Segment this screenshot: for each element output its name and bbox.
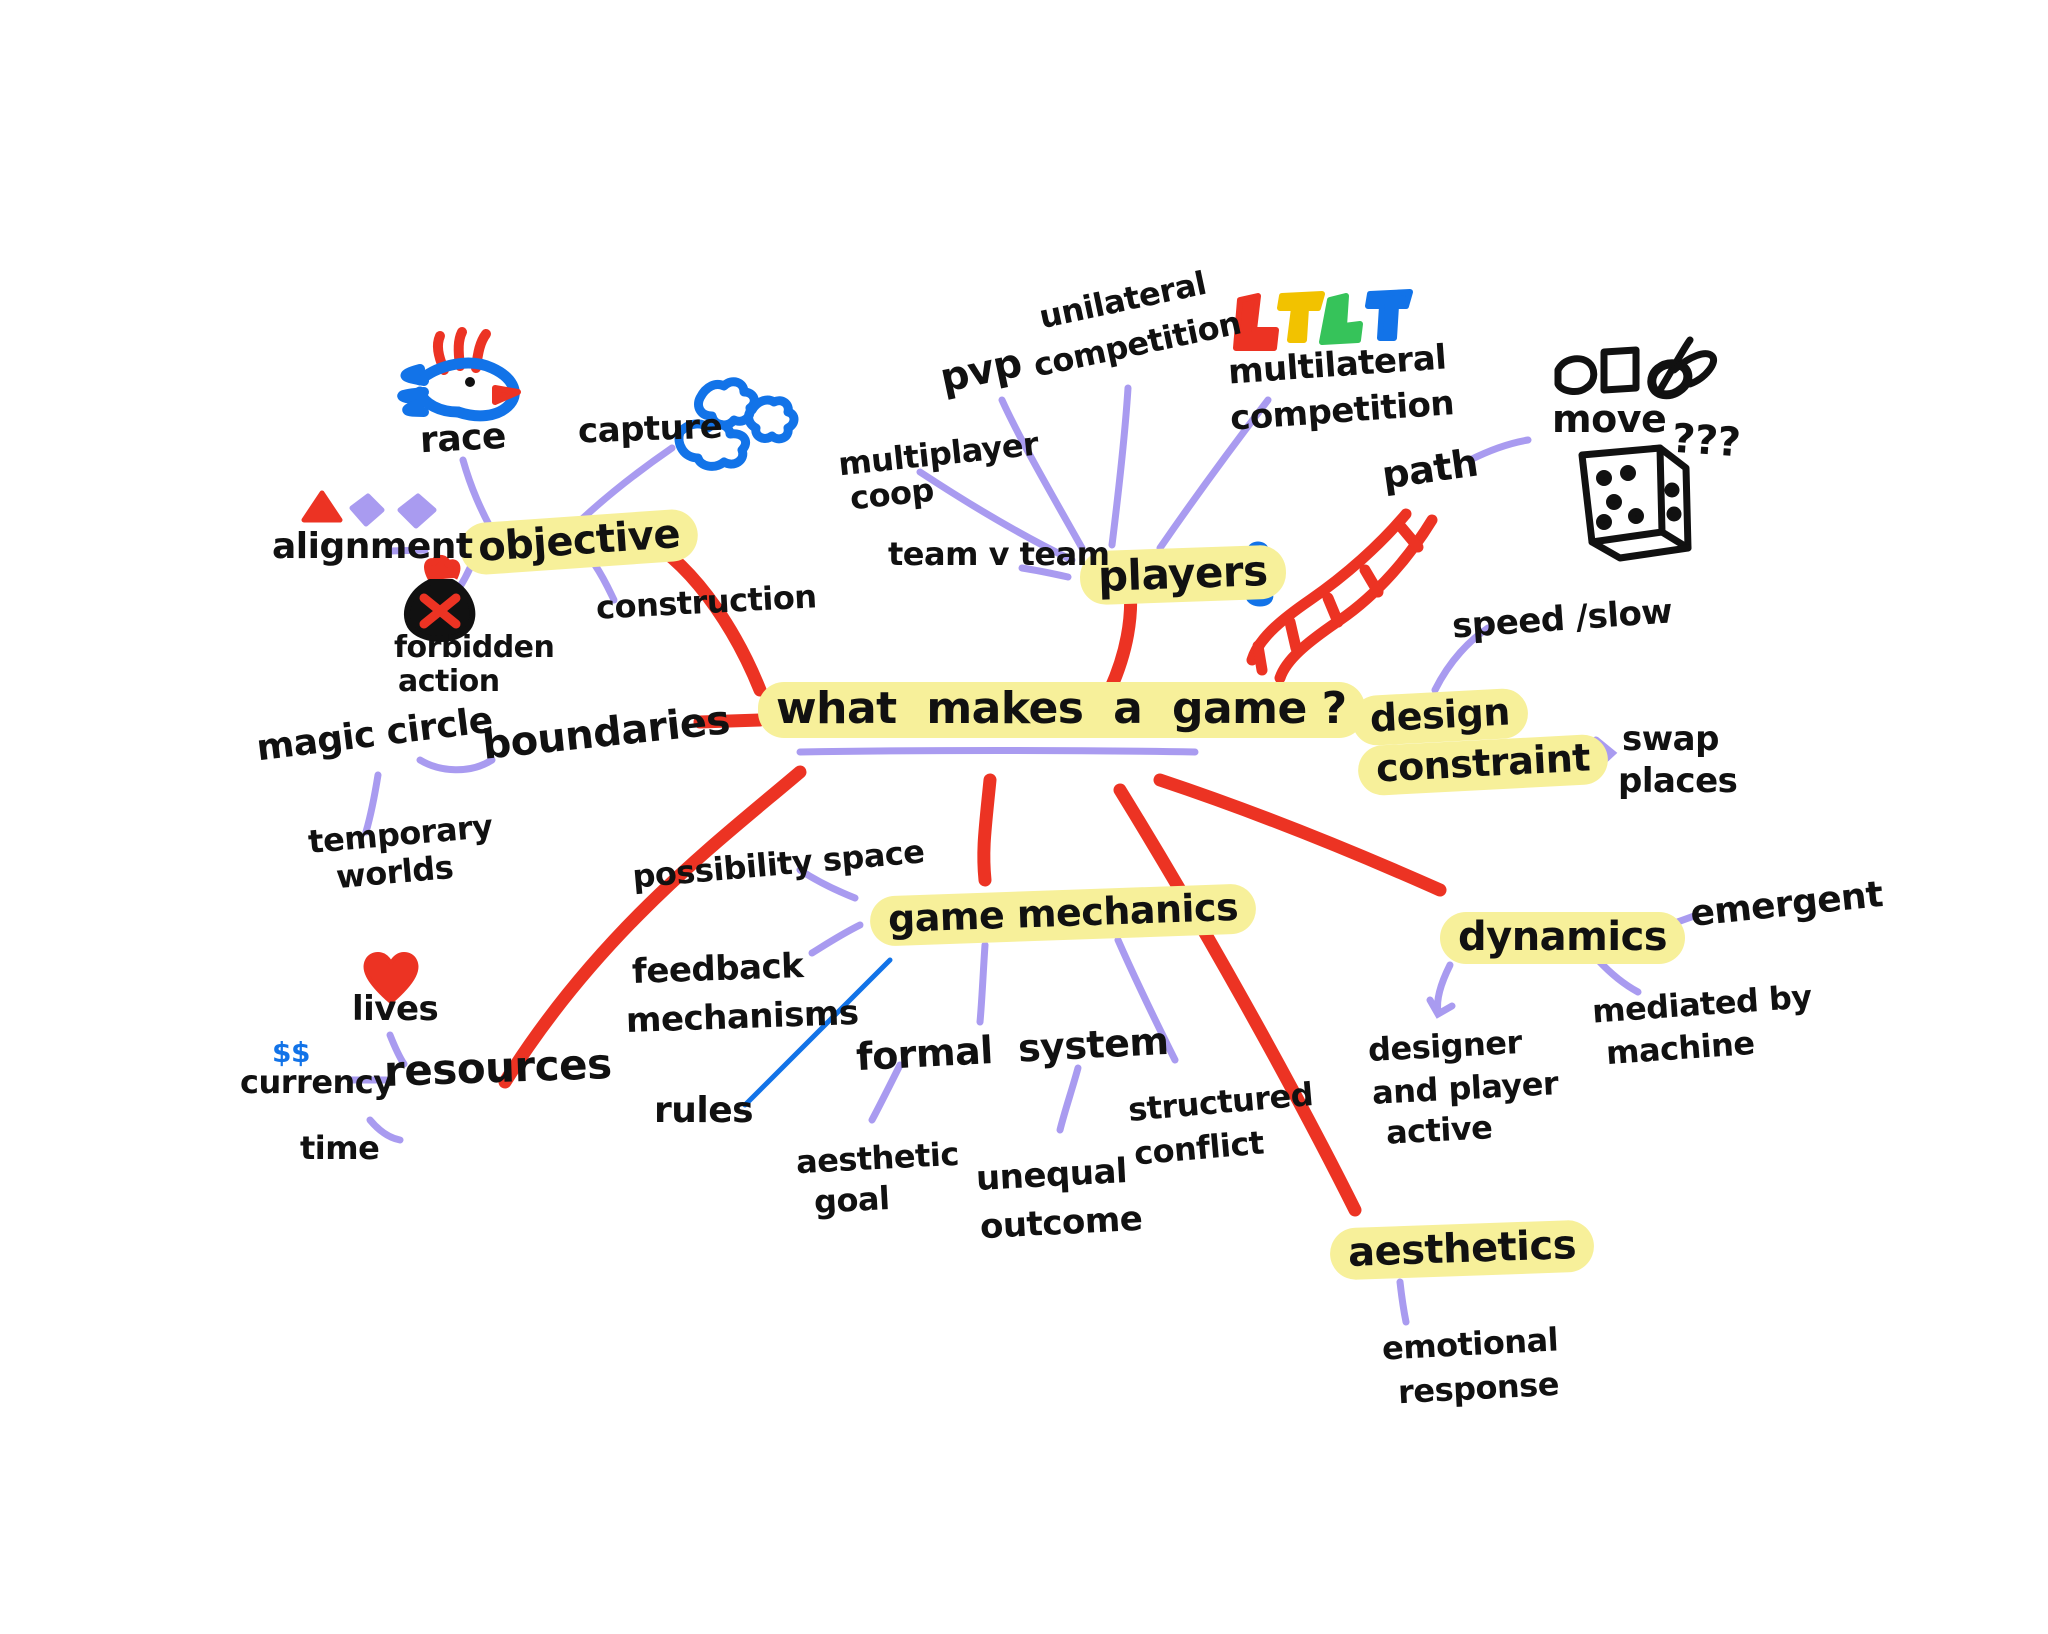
label-formal-system: formal system	[855, 1018, 1170, 1080]
label-swap-line1: swap	[1622, 719, 1719, 759]
label-alignment: alignment	[272, 526, 473, 567]
link-gm-feedback	[808, 921, 864, 957]
label-feedback-line2: mechanisms	[625, 992, 860, 1042]
dice-icon	[1578, 444, 1692, 562]
node-players[interactable]: players	[1079, 544, 1287, 606]
link-gm-formalsystem	[976, 941, 989, 1026]
label-multilateral-line1: multilateral	[1226, 337, 1448, 393]
label-multiplayer-line1: multiplayer	[836, 424, 1041, 484]
link-dc-path	[1466, 436, 1532, 464]
node-objective[interactable]: objective	[458, 507, 700, 577]
label-move: move	[1552, 397, 1667, 441]
label-multilateral-line2: competition	[1228, 383, 1456, 439]
branch-to-dynamics	[1153, 773, 1447, 897]
label-mediated-line1: mediated by	[1590, 977, 1813, 1031]
alignment-shapes-icon	[301, 490, 437, 529]
label-boundaries: boundaries	[480, 697, 732, 769]
bird-icon	[397, 327, 521, 422]
link-players-pvp	[998, 396, 1086, 552]
label-race: race	[418, 415, 507, 462]
link-dyn-designer-head	[1426, 996, 1456, 1019]
label-capture: capture	[577, 406, 723, 452]
node-design-constraint-line1[interactable]: design	[1350, 687, 1530, 747]
label-designer-line1: designer	[1367, 1023, 1523, 1069]
label-team-v-team: team v team	[888, 535, 1110, 573]
label-question-marks: ???	[1670, 415, 1742, 467]
label-currency: currency	[240, 1063, 394, 1101]
label-possibility-space: possibility space	[630, 832, 926, 896]
node-aesthetics[interactable]: aesthetics	[1329, 1219, 1595, 1281]
label-forbidden-action-line1: forbidden	[394, 630, 555, 665]
center-underline-2	[796, 747, 1199, 756]
node-dynamics[interactable]: dynamics	[1440, 912, 1686, 964]
label-designer-line2: and player	[1371, 1064, 1560, 1112]
label-mediated-line2: machine	[1604, 1023, 1756, 1073]
label-emergent: emergent	[1688, 874, 1885, 935]
label-lives: lives	[352, 989, 439, 1029]
label-designer-line3: active	[1385, 1108, 1494, 1152]
label-multiplayer-line2: coop	[848, 470, 936, 518]
label-rules: rules	[654, 1090, 754, 1131]
node-game-mechanics[interactable]: game mechanics	[869, 883, 1258, 947]
label-pvp: pvp	[936, 339, 1026, 403]
label-feedback-line1: feedback	[631, 946, 804, 992]
link-aes-emotional	[1396, 1278, 1410, 1326]
link-objective-forbidden	[438, 564, 474, 616]
branch-to-game-mechanics	[977, 773, 997, 887]
forbidden-bag-icon	[403, 554, 476, 643]
path-track-icon	[1246, 508, 1438, 684]
label-temporary-line2: worlds	[334, 847, 455, 897]
link-players-unilateral	[1108, 384, 1132, 549]
label-magic-circle: magic circle	[254, 699, 495, 770]
label-path: path	[1379, 440, 1481, 498]
game-pieces-icon	[1554, 336, 1717, 400]
label-unequal-line2: outcome	[979, 1198, 1144, 1248]
label-resources: resources	[383, 1039, 613, 1096]
label-forbidden-action-line2: action	[398, 664, 500, 699]
label-currency-symbol: $$	[272, 1036, 310, 1069]
center-node[interactable]: what makes a game ?	[758, 682, 1365, 739]
label-swap-line2: places	[1618, 761, 1738, 801]
label-speed-slow: speed /slow	[1450, 591, 1674, 647]
label-structured-line1: structured	[1126, 1074, 1315, 1130]
link-dyn-mediated	[1594, 956, 1642, 996]
label-structured-line2: conflict	[1132, 1123, 1266, 1173]
label-aesthetic-goal-line1: aesthetic	[795, 1134, 960, 1182]
label-emotional-line2: response	[1397, 1364, 1560, 1412]
label-construction: construction	[595, 577, 818, 627]
label-aesthetic-goal-line2: goal	[813, 1179, 891, 1221]
label-unequal-line1: unequal	[975, 1151, 1129, 1199]
label-time: time	[300, 1129, 380, 1167]
four-pawns-icon	[1233, 289, 1413, 351]
label-emotional-line1: emotional	[1381, 1320, 1559, 1368]
link-dyn-designer	[1434, 961, 1454, 1016]
link-boundaries-magiccircle	[416, 756, 496, 774]
link-gm-unequal	[1056, 1064, 1082, 1134]
